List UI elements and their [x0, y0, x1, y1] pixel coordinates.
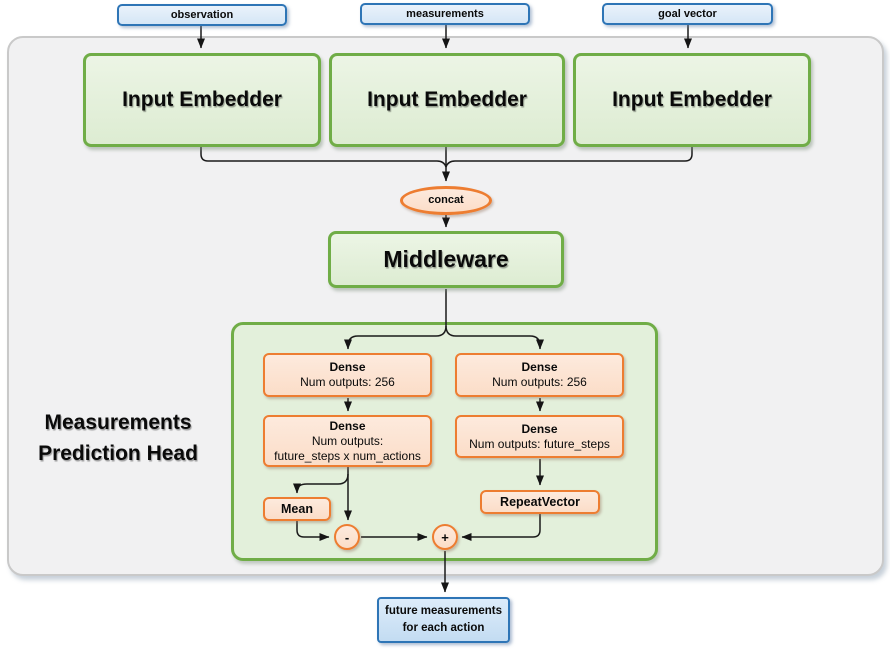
input-measurements-label: measurements — [406, 8, 484, 20]
concat-label: concat — [428, 194, 464, 206]
input-embedder-label: Input Embedder — [612, 88, 772, 111]
minus-operator: - — [334, 524, 360, 550]
input-goal-vector-label: goal vector — [658, 8, 717, 20]
middleware-node: Middleware — [328, 231, 564, 288]
repeat-vector-label: RepeatVector — [500, 494, 580, 509]
dense-left-2-outputs-2: future_steps x num_actions — [274, 448, 421, 463]
input-observation: observation — [117, 4, 287, 26]
dense-right-1-outputs: Num outputs: 256 — [492, 375, 587, 389]
head-title-line2: Prediction Head — [38, 442, 198, 465]
dense-right-1: Dense Num outputs: 256 — [455, 353, 624, 397]
dense-right-2-outputs: Num outputs: future_steps — [469, 436, 610, 451]
input-measurements: measurements — [360, 3, 530, 25]
input-embedder-label: Input Embedder — [122, 88, 282, 111]
head-title-line1: Measurements — [44, 411, 192, 434]
input-observation-label: observation — [170, 9, 234, 21]
output-label-line1: future measurements — [385, 605, 502, 617]
repeat-vector-node: RepeatVector — [480, 490, 600, 514]
mean-node: Mean — [263, 497, 331, 521]
output-label-line2: for each action — [402, 622, 485, 634]
input-embedder-observation: Input Embedder — [83, 53, 321, 147]
dense-left-1-title: Dense — [329, 360, 366, 374]
input-embedder-measurements: Input Embedder — [329, 53, 565, 147]
dense-left-2-title: Dense — [329, 418, 366, 433]
dense-right-2-title: Dense — [521, 421, 558, 436]
concat-node: concat — [400, 186, 492, 215]
minus-label: - — [344, 529, 350, 545]
input-goal-vector: goal vector — [602, 3, 773, 25]
dense-right-1-title: Dense — [521, 360, 558, 374]
output-future-measurements: future measurements for each action — [377, 597, 510, 643]
mean-label: Mean — [281, 501, 313, 516]
plus-operator: + — [432, 524, 458, 550]
input-embedder-goal-vector: Input Embedder — [573, 53, 811, 147]
head-title: Measurements Prediction Head — [13, 407, 223, 469]
dense-left-2-outputs: Num outputs: — [311, 433, 384, 448]
dense-left-2: Dense Num outputs: future_steps x num_ac… — [263, 415, 432, 467]
input-embedder-label: Input Embedder — [367, 88, 527, 111]
dense-left-1-outputs: Num outputs: 256 — [300, 375, 395, 389]
dense-left-1: Dense Num outputs: 256 — [263, 353, 432, 397]
middleware-label: Middleware — [383, 246, 509, 272]
dense-right-2: Dense Num outputs: future_steps — [455, 415, 624, 458]
plus-label: + — [441, 529, 449, 545]
